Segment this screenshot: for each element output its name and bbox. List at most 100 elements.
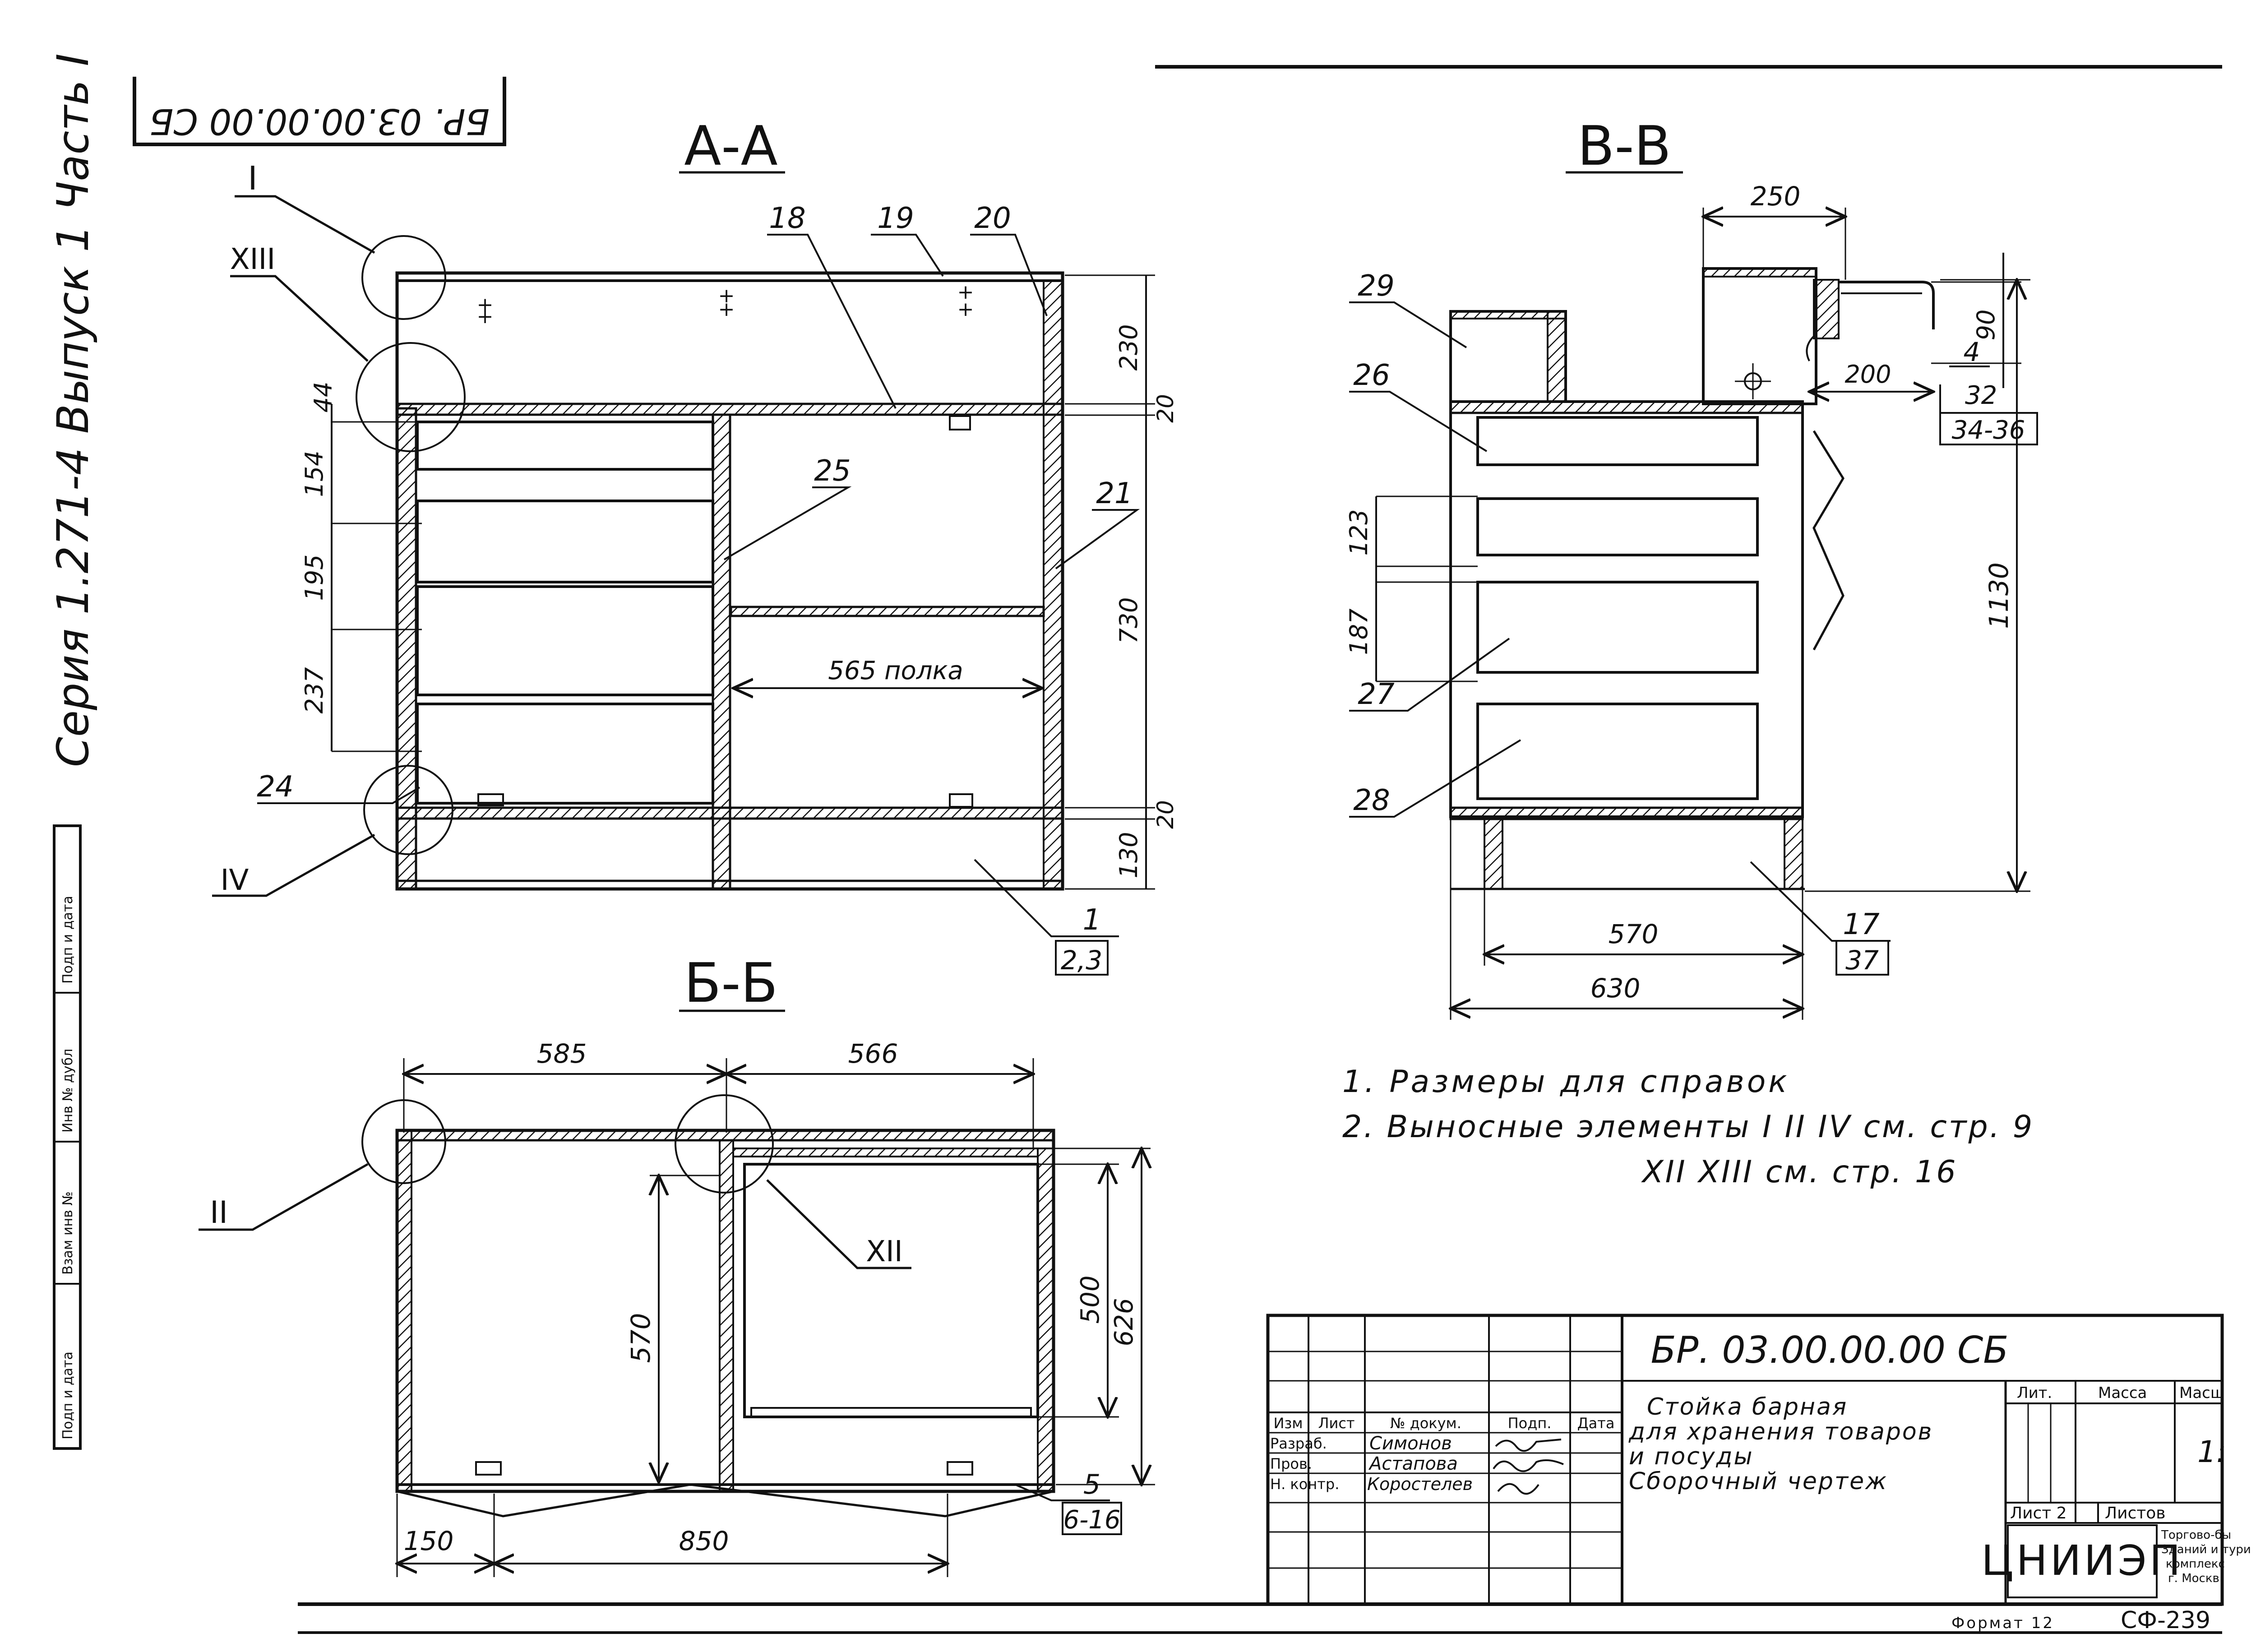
bb-dim-626: 626 <box>1110 1298 1139 1347</box>
pos-37: 37 <box>1845 945 1879 976</box>
note-3: XII XIII см. стр. 16 <box>1641 1154 1958 1190</box>
aa-dim-154: 154 <box>300 450 328 497</box>
bb-dim-566: 566 <box>848 1038 898 1069</box>
tb-header-docnum: № докум. <box>1390 1415 1461 1432</box>
note-1: 1. Размеры для справок <box>1342 1064 1789 1100</box>
aa-dim-730: 730 <box>1114 597 1143 643</box>
callout-circle-I <box>361 235 446 320</box>
note-2: 2. Выносные элементы I II IV см. стр. 9 <box>1342 1109 2034 1145</box>
callout-IV-label: IV <box>221 864 249 897</box>
tb-listov: Листов <box>2105 1504 2165 1522</box>
callout-XII-label: XII <box>866 1235 903 1268</box>
signature-3 <box>1497 1483 1539 1495</box>
tb-lit: Лит. <box>2017 1384 2052 1402</box>
section-aa-title: А-А <box>684 115 777 178</box>
pos-34-36: 34-36 <box>1952 416 2025 445</box>
pos-32: 32 <box>1965 381 1997 410</box>
pos-28: 28 <box>1353 784 1390 817</box>
callout-I-label: I <box>248 159 257 197</box>
aa-dim-20-top: 20 <box>1152 394 1179 423</box>
bb-dim-500: 500 <box>1076 1276 1105 1324</box>
vv-dim-630: 630 <box>1590 973 1641 1004</box>
tb-row-role-3: Н. контр. <box>1270 1476 1339 1493</box>
title-block: Изм Лист № докум. Подп. Дата Разраб. Сим… <box>1266 1314 2251 1634</box>
aa-dim-230: 230 <box>1114 324 1143 370</box>
aa-dim-237: 237 <box>300 667 328 713</box>
pos-6-16: 6-16 <box>1063 1505 1120 1535</box>
tb-org-line-2: Зданий и тури <box>2161 1543 2251 1556</box>
tb-list: Лист 2 <box>2010 1504 2067 1522</box>
series-text: Серия 1.271-4 Выпуск 1 Часть I <box>48 53 98 767</box>
pos-17: 17 <box>1843 908 1880 941</box>
tb-name-2: для хранения товаров <box>1628 1418 1933 1445</box>
left-table-cell-1: Взам инв № <box>60 1191 76 1275</box>
vv-dim-1130: 1130 <box>1983 562 2014 629</box>
left-table-cell-2: Инв № дубл <box>60 1049 76 1133</box>
tb-doc-code: БР. 03.00.00.00 СБ <box>1651 1329 2009 1372</box>
tb-name-3: и посуды <box>1629 1443 1754 1470</box>
pos-2-3: 2,3 <box>1061 945 1102 976</box>
pos-19: 19 <box>877 202 914 235</box>
tb-row-name-3: Коростелев <box>1367 1474 1473 1494</box>
tb-name-1: Стойка барная <box>1647 1393 1848 1421</box>
left-table-cell-3: Подп и дата <box>60 896 76 984</box>
aa-upper-shelf <box>396 403 1064 416</box>
callout-II-label: II <box>210 1195 228 1231</box>
callout-XIII-label: XIII <box>230 243 275 276</box>
tb-row-role-1: Разраб. <box>1270 1435 1327 1452</box>
tb-sheet-code: СФ-239 <box>2121 1607 2210 1634</box>
bb-dim-150: 150 <box>404 1526 454 1556</box>
section-bb-title: Б-Б <box>684 952 778 1015</box>
svg-text:+: + <box>957 298 974 321</box>
aa-shelf-dim: 565 полка <box>828 656 963 685</box>
section-vv: В-В 29 <box>1345 115 2038 1020</box>
pos-4: 4 <box>1964 337 1980 367</box>
pos-26: 26 <box>1353 359 1390 392</box>
tb-header-sign: Подп. <box>1508 1415 1552 1432</box>
tb-org-line-3: комплекс <box>2166 1557 2225 1571</box>
aa-dim-44: 44 <box>309 382 337 413</box>
tb-scale: 1: <box>2197 1435 2226 1469</box>
vv-dim-187: 187 <box>1345 608 1373 655</box>
section-bb: Б-Б II XII 5 6-16 585 566 <box>199 952 1155 1577</box>
stamp-code: БР. 03.00.00.00 СБ <box>149 101 490 141</box>
vv-dim-90: 90 <box>1972 310 2000 341</box>
section-vv-title: В-В <box>1577 115 1671 178</box>
signature-1 <box>1495 1439 1562 1452</box>
tb-massa: Масса <box>2098 1384 2147 1402</box>
pos-29: 29 <box>1358 269 1394 303</box>
pos-18: 18 <box>769 202 805 235</box>
tb-name-4: Сборочный чертеж <box>1629 1468 1888 1495</box>
pos-24: 24 <box>257 770 293 804</box>
pos-27: 27 <box>1358 678 1395 711</box>
vv-dim-123: 123 <box>1345 509 1373 555</box>
svg-text:+: + <box>477 305 494 328</box>
tb-org-line-4: г. Москв <box>2168 1572 2219 1585</box>
tb-org-line-1: Торгово-бы <box>2161 1528 2231 1542</box>
pos-25: 25 <box>814 454 851 488</box>
tb-row-role-2: Пров. <box>1270 1455 1312 1472</box>
callout-circle-IV <box>363 765 453 855</box>
vv-dim-570: 570 <box>1609 919 1659 949</box>
svg-text:+: + <box>957 281 974 304</box>
section-aa: А-А + + + + + + <box>212 115 1179 976</box>
pos-20: 20 <box>974 202 1011 235</box>
rotated-stamp: БР. 03.00.00.00 СБ <box>133 77 506 146</box>
aa-dim-130: 130 <box>1114 832 1143 878</box>
callout-circle-XIII <box>356 342 466 452</box>
callout-circle-XII <box>675 1094 774 1194</box>
svg-text:+: + <box>718 298 735 321</box>
pos-21: 21 <box>1096 477 1133 510</box>
tb-format: Формат 12 <box>1951 1614 2054 1632</box>
aa-dim-20-bottom: 20 <box>1152 800 1179 829</box>
bb-dim-570: 570 <box>625 1313 656 1363</box>
bb-dim-585: 585 <box>537 1038 587 1069</box>
vv-dim-250: 250 <box>1751 181 1801 212</box>
signature-2 <box>1493 1459 1564 1472</box>
left-side-table: Подп и дата Взам инв № Инв № дубл Подп и… <box>53 824 82 1450</box>
left-table-cell-4: Подп и дата <box>60 1351 76 1439</box>
tb-masshtab: Масш <box>2179 1384 2224 1402</box>
pos-1: 1 <box>1083 903 1101 937</box>
svg-text:+: + <box>718 284 735 307</box>
